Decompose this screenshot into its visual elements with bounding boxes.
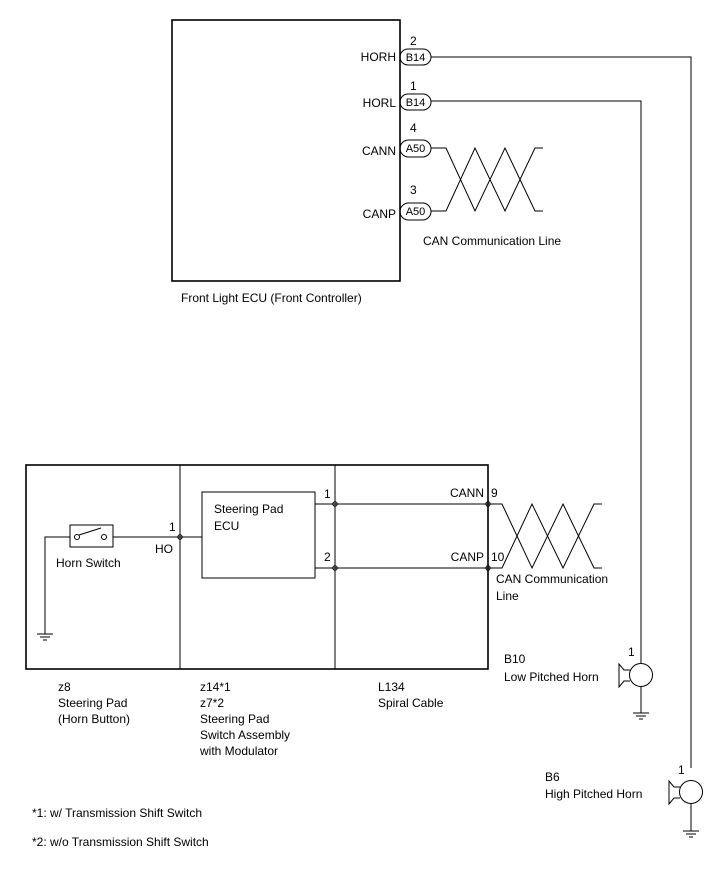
can-line-label-top: CAN Communication Line <box>423 234 561 248</box>
connector-code-cann: A50 <box>406 143 426 155</box>
front-light-ecu-caption: Front Light ECU (Front Controller) <box>181 291 362 305</box>
caption-z8-desc: (Horn Button) <box>58 712 130 726</box>
caption-z14-code: z14*1 <box>200 680 231 694</box>
connector-badge-horl <box>399 93 432 111</box>
can-line-label-bottom-1: CAN Communication <box>496 572 608 586</box>
ground-icon-high-horn <box>683 830 699 838</box>
horn-switch-contact-right <box>101 534 107 540</box>
pin-label-horl: HORL <box>363 96 397 110</box>
steering-assembly-box <box>25 464 489 670</box>
ecu-pin-top: 1 <box>324 487 331 501</box>
pin-number-cann: 4 <box>410 121 417 135</box>
high-horn-name: High Pitched Horn <box>545 787 642 801</box>
pin-number-horl: 1 <box>410 79 417 93</box>
low-horn-name: Low Pitched Horn <box>504 670 599 684</box>
junction-cable-top <box>332 501 338 507</box>
wire-ground-to-horn-switch <box>44 536 70 634</box>
caption-z14-name-3: with Modulator <box>199 744 278 758</box>
caption-l134-name: Spiral Cable <box>378 696 444 710</box>
caption-z14-name-1: Steering Pad <box>200 712 269 726</box>
steering-pad-ecu-label-1: Steering Pad <box>214 502 283 516</box>
pin-number-horh: 2 <box>410 34 417 48</box>
horn-switch-box <box>69 524 114 548</box>
ho-label: HO <box>155 542 173 556</box>
low-horn-pin: 1 <box>628 645 635 659</box>
connector-code-horh: B14 <box>406 52 426 64</box>
high-horn-icon <box>668 779 703 806</box>
caption-z8-name: Steering Pad <box>58 696 127 710</box>
connector-code-canp: A50 <box>406 206 426 218</box>
wire-horh-to-high-horn <box>431 56 692 768</box>
horn-switch-lever <box>78 527 102 536</box>
can-twisted-pair-bottom <box>488 502 602 570</box>
canp-label: CANP <box>451 550 484 564</box>
pin-number-canp: 3 <box>410 183 417 197</box>
ground-icon-horn-switch <box>37 633 53 641</box>
low-horn-icon <box>618 662 653 689</box>
ho-pin-number: 1 <box>169 520 176 534</box>
caption-z8-code: z8 <box>58 680 71 694</box>
horn-switch-label: Horn Switch <box>56 556 121 570</box>
caption-z14-name-2: Switch Assembly <box>200 728 290 742</box>
wire-horl-to-low-horn <box>431 100 642 663</box>
ecu-pin-bottom: 2 <box>324 550 331 564</box>
cann-pin-number: 9 <box>491 486 498 500</box>
pin-label-horh: HORH <box>361 50 396 64</box>
caption-z7-code: z7*2 <box>200 696 224 710</box>
ground-icon-low-horn <box>633 712 649 720</box>
high-horn-code: B6 <box>545 770 560 784</box>
footnote-1: *1: w/ Transmission Shift Switch <box>32 806 202 820</box>
canp-pin-number: 10 <box>491 550 505 564</box>
can-twisted-pair-top <box>431 146 543 213</box>
steering-pad-ecu-label-2: ECU <box>214 519 239 533</box>
horn-switch-contact-left <box>74 534 80 540</box>
junction-ho <box>177 534 183 540</box>
footnote-2: *2: w/o Transmission Shift Switch <box>32 835 209 849</box>
caption-l134-code: L134 <box>378 680 405 694</box>
pin-label-canp: CANP <box>363 207 396 221</box>
junction-cable-bottom <box>332 565 338 571</box>
can-line-label-bottom-2: Line <box>496 589 519 603</box>
cann-label: CANN <box>450 486 484 500</box>
pin-label-cann: CANN <box>362 144 396 158</box>
steering-pad-ecu-box <box>201 491 316 579</box>
low-horn-code: B10 <box>504 652 526 666</box>
connector-code-horl: B14 <box>406 97 426 109</box>
high-horn-pin: 1 <box>678 763 685 777</box>
